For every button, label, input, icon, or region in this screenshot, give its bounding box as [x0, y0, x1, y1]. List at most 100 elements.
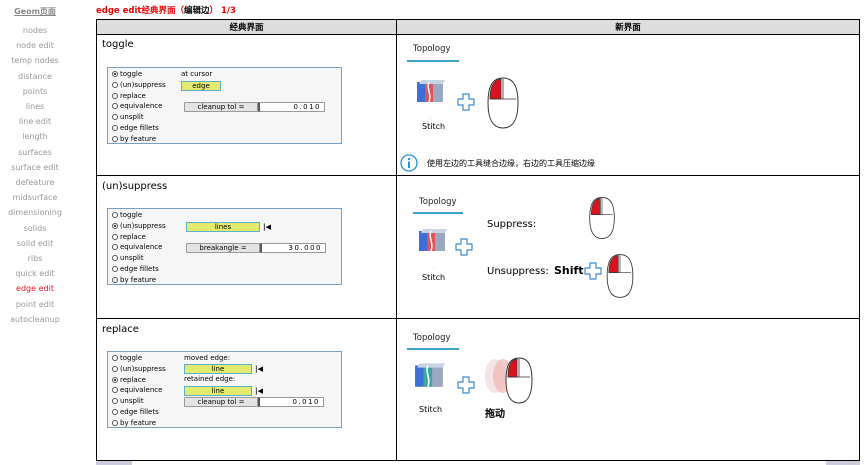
nav-item-solids[interactable]: solids [23, 223, 47, 233]
radio-option-unsplit[interactable]: unsplit [112, 397, 144, 407]
radio-icon[interactable] [112, 125, 118, 131]
radio-option-replace[interactable]: replace [112, 92, 146, 102]
radio-icon[interactable] [112, 266, 118, 272]
radio-option-unsplit[interactable]: unsplit [112, 254, 144, 264]
topology-tab[interactable]: Topology [413, 333, 451, 343]
reset-icon[interactable]: |◀ [255, 387, 263, 395]
radio-option-replace[interactable]: replace [112, 376, 146, 386]
nav-item-quick-edit[interactable]: quick edit [15, 269, 55, 279]
radio-icon[interactable] [112, 419, 118, 426]
reset-icon[interactable]: |◀ [255, 365, 263, 373]
nav-item-autocleanup[interactable]: autocleanup [10, 314, 60, 324]
radio-icon[interactable] [112, 398, 118, 405]
radio-icon[interactable] [112, 376, 118, 383]
radio-icon[interactable] [112, 212, 118, 218]
lines-entity-selector[interactable]: lines [186, 222, 260, 232]
radio-icon[interactable] [112, 365, 118, 372]
plus-icon [457, 376, 475, 394]
radio-option-replace[interactable]: replace [112, 233, 146, 243]
radio-icon[interactable] [112, 81, 118, 88]
nav-item-nodes[interactable]: nodes [22, 26, 48, 35]
radio-option-edge-fillets[interactable]: edge fillets [112, 124, 159, 134]
nav-item-line-edit[interactable]: line edit [18, 117, 52, 127]
topology-tab[interactable]: Topology [413, 44, 451, 54]
nav-item-point-edit[interactable]: point edit [15, 299, 55, 309]
nav-item-surfaces[interactable]: surfaces [18, 147, 52, 157]
heading-suffix: ） [209, 6, 219, 16]
radio-option-equivalence[interactable]: equivalence [112, 386, 162, 396]
radio-icon[interactable] [112, 71, 118, 77]
stitch-tool-icon[interactable] [415, 76, 447, 106]
nav-item-edge-edit[interactable]: edge edit [16, 284, 54, 294]
radio-icon[interactable] [112, 276, 118, 283]
nav-item-midsurface[interactable]: midsurface [12, 193, 58, 203]
nav-item-lines[interactable]: lines [25, 102, 45, 111]
nav-item-node-edit[interactable]: node edit [16, 41, 54, 51]
radio-label: replace [120, 375, 146, 384]
radio-icon[interactable] [112, 355, 118, 361]
stitch-tool-icon[interactable] [413, 358, 447, 392]
radio-icon[interactable] [112, 222, 118, 229]
radio-option-un-suppress[interactable]: (un)suppress [112, 222, 166, 232]
radio-label: toggle [120, 354, 143, 362]
radio-icon[interactable] [112, 387, 118, 394]
radio-option-by-feature[interactable]: by feature [112, 419, 156, 429]
scroll-right-button[interactable] [826, 461, 860, 465]
nav-item-distance[interactable]: distance [18, 71, 52, 81]
cleanup-tol-button[interactable]: cleanup tol = [184, 397, 258, 407]
reset-icon[interactable]: |◀ [263, 223, 271, 231]
cleanup-tol-field[interactable]: 0.010 [258, 102, 325, 112]
cleanup-tol-field[interactable]: 0.010 [258, 397, 324, 407]
radio-label: equivalence [120, 102, 163, 111]
nav-item-surface-edit[interactable]: surface edit [11, 162, 59, 172]
radio-option-edge-fillets[interactable]: edge fillets [112, 408, 159, 418]
nav-item-temp-nodes[interactable]: temp nodes [11, 56, 59, 66]
radio-icon[interactable] [112, 233, 118, 240]
topology-tab[interactable]: Topology [419, 197, 457, 207]
nav-item-points[interactable]: points [22, 86, 48, 96]
radio-icon[interactable] [112, 409, 118, 415]
stitch-icon [419, 229, 447, 252]
radio-icon[interactable] [112, 255, 118, 262]
stitch-tool-icon[interactable] [417, 225, 449, 255]
radio-option-edge-fillets[interactable]: edge fillets [112, 265, 159, 275]
radio-option-toggle[interactable]: toggle [112, 70, 142, 80]
nav-item-solid-edit[interactable]: solid edit [16, 238, 54, 248]
nav-item-ribs[interactable]: ribs [27, 254, 43, 263]
radio-label: unsplit [120, 113, 144, 122]
radio-icon[interactable] [112, 114, 118, 121]
radio-option-unsplit[interactable]: unsplit [112, 113, 144, 123]
stitch-hint: ◦◦ [427, 398, 432, 403]
moved-edge-selector[interactable]: line [184, 364, 252, 374]
nav-item-length[interactable]: length [22, 132, 48, 142]
edge-entity-selector[interactable]: edge [181, 81, 221, 91]
radio-label: edge fillets [120, 124, 159, 132]
radio-icon[interactable] [112, 135, 118, 142]
scroll-left-button[interactable] [96, 461, 132, 465]
radio-option-toggle[interactable]: toggle [112, 354, 142, 364]
row-divider [97, 175, 859, 176]
radio-option-toggle[interactable]: toggle [112, 211, 142, 221]
radio-icon[interactable] [112, 244, 118, 251]
stitch-icon [415, 363, 445, 387]
stitch-label: Stitch [419, 405, 443, 414]
cleanup-tol-button[interactable]: cleanup tol = [184, 102, 258, 112]
radio-option-equivalence[interactable]: equivalence [112, 243, 162, 253]
radio-icon[interactable] [112, 92, 118, 99]
radio-option-un-suppress[interactable]: (un)suppress [112, 365, 166, 375]
breakangle-button[interactable]: breakangle = [186, 243, 260, 253]
radio-option-by-feature[interactable]: by feature [112, 135, 156, 145]
radio-label: replace [120, 232, 146, 241]
heading-prefix: edge edit经典界面（ [96, 6, 184, 16]
radio-option-un-suppress[interactable]: (un)suppress [112, 81, 166, 91]
radio-option-equivalence[interactable]: equivalence [112, 102, 162, 112]
radio-icon[interactable] [112, 103, 118, 110]
nav-item-defeature[interactable]: defeature [15, 178, 55, 187]
info-tip: 使用左边的工具缝合边缘，右边的工具压缩边缘 [427, 159, 595, 168]
nav-item-dimensioning[interactable]: dimensioning [8, 208, 62, 218]
retained-edge-selector[interactable]: line [184, 386, 252, 396]
breakangle-field[interactable]: 30.000 [260, 243, 326, 253]
radio-option-by-feature[interactable]: by feature [112, 276, 156, 286]
nav-title[interactable]: Geom页面 [14, 7, 56, 16]
